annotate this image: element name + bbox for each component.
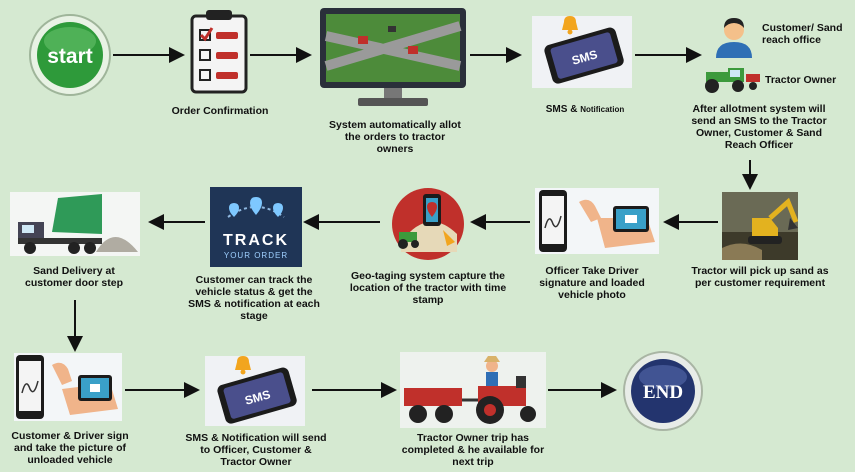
tractor-owner-label: Tractor Owner (765, 74, 837, 86)
sms-label: SMS & Notification (545, 104, 625, 115)
track-label: Customer can track the vehicle status & … (188, 274, 320, 322)
sms-phone-icon: SMS (532, 16, 632, 88)
sms2-phone-icon: SMS (205, 356, 305, 426)
end-icon: END (623, 351, 703, 431)
customer-label: Customer/ Sand reach office (762, 22, 843, 46)
trip-complete-label: Tractor Owner trip has completed & he av… (401, 432, 545, 468)
track-logo-bottom: YOUR ORDER (224, 251, 288, 260)
geo-tag-icon (392, 188, 464, 260)
start-label: start (47, 45, 93, 68)
after-allotment-label: After allotment system will send an SMS … (691, 103, 827, 151)
end-label: END (643, 382, 683, 403)
excavator-icon (722, 192, 798, 260)
track-logo-top: TRACK (223, 232, 289, 249)
monitor-icon (320, 8, 466, 106)
clipboard-icon (190, 10, 248, 94)
sms-phone-text: SMS (570, 47, 599, 68)
dump-truck-icon (10, 192, 140, 256)
customer-sign-photo-icon (14, 353, 122, 421)
start-icon: start (29, 14, 111, 96)
tractor-trip-icon (400, 352, 546, 428)
order-confirmation-label: Order Confirmation (171, 105, 269, 117)
tractor-icon (705, 68, 760, 93)
customer-avatar-icon (712, 14, 756, 58)
delivery-label: Sand Delivery at customer door step (24, 265, 124, 289)
officer-label: Officer Take Driver signature and loaded… (539, 265, 645, 301)
pickup-label: Tractor will pick up sand as per custome… (691, 265, 829, 289)
track-order-icon: TRACK YOUR ORDER (210, 187, 302, 267)
officer-photo-icon (535, 188, 659, 254)
sms2-phone-text: SMS (243, 387, 272, 408)
sms2-label: SMS & Notification will send to Officer,… (185, 432, 327, 468)
allot-label: System automatically allot the orders to… (329, 119, 461, 155)
geo-tagging-label: Geo-taging system capture the location o… (349, 270, 507, 306)
customer-sign-label: Customer & Driver sign and take the pict… (11, 430, 129, 466)
